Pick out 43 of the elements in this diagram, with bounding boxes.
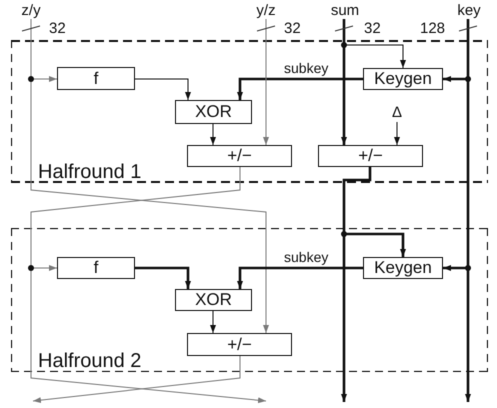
connector-line <box>466 79 470 268</box>
process-box: XOR <box>175 289 252 311</box>
arrow <box>394 122 400 146</box>
arrow <box>134 78 191 100</box>
arrow <box>210 124 216 146</box>
process-box: +/− <box>318 145 423 167</box>
process-box: Keygen <box>363 68 443 90</box>
arrow <box>263 18 269 146</box>
arrow <box>237 266 363 289</box>
signal-label: y/z <box>253 3 279 19</box>
arrow <box>341 45 347 145</box>
arrow <box>32 356 240 404</box>
arrow <box>210 310 216 334</box>
arrow <box>237 78 363 100</box>
group-title: Halfround 2 <box>38 350 142 372</box>
process-box: XOR <box>175 100 252 124</box>
signal-label: key <box>455 3 483 19</box>
bus-width-label: 32 <box>284 21 301 37</box>
process-box: +/− <box>187 333 292 356</box>
process-box: Keygen <box>363 257 443 279</box>
bus-width-label: 32 <box>49 21 66 37</box>
edge-label: subkey <box>283 61 330 76</box>
arrow <box>443 76 468 82</box>
signal-label: sum <box>330 3 360 19</box>
connector-line <box>342 19 346 45</box>
group-title: Halfround 1 <box>38 161 142 183</box>
edge-label: subkey <box>283 250 330 265</box>
connector-line <box>466 19 470 79</box>
dashed-frame <box>11 228 488 372</box>
process-box: f <box>57 67 135 90</box>
arrow <box>341 234 347 402</box>
signal-label: Δ <box>389 104 405 122</box>
process-box: f <box>57 257 135 279</box>
arrow <box>135 266 191 289</box>
arrow <box>465 268 471 402</box>
bus-width-label: 128 <box>420 21 446 37</box>
arrow <box>443 265 468 271</box>
bus-width-label: 32 <box>364 21 381 37</box>
dashed-frame <box>11 40 488 183</box>
process-box: +/− <box>187 145 292 167</box>
connector-line <box>342 167 372 234</box>
signal-label: z/y <box>18 3 44 19</box>
arrow <box>344 232 406 257</box>
